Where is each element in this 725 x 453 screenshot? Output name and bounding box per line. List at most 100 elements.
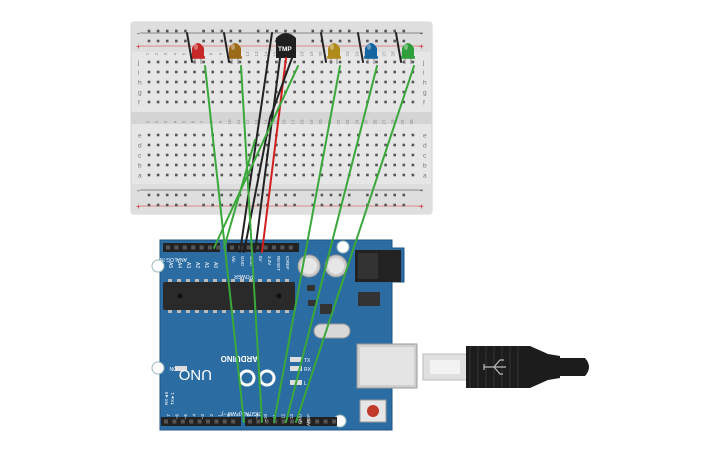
breadboard-hole [384, 133, 387, 137]
header-pin [230, 245, 234, 250]
chip-pin [276, 279, 280, 282]
rail-hole [175, 193, 178, 197]
rail-hole [238, 39, 242, 43]
rail-hole [284, 29, 287, 33]
rail-hole [238, 29, 242, 33]
chip-pin [231, 310, 235, 313]
green-led [401, 43, 415, 64]
breadboard-hole [175, 90, 178, 94]
arduino-board: ANALOG IN POWER DIGITAL (PWM ~) A0A1A2A3… [151, 239, 418, 431]
digital-pin-label: 7 [166, 414, 171, 417]
breadboard-hole [256, 143, 260, 147]
rail-hole [402, 203, 406, 207]
rail-hole [275, 29, 278, 33]
breadboard-hole [402, 153, 406, 157]
rail-hole [238, 203, 242, 207]
wire-black [239, 32, 273, 253]
rail-hole [156, 203, 160, 207]
chip-pin [186, 279, 190, 282]
column-number: 14 [263, 119, 268, 125]
row-letter: d [138, 143, 142, 150]
breadboard-hole [384, 163, 387, 167]
breadboard-hole [329, 153, 333, 157]
breadboard-hole [156, 60, 160, 64]
rail-hole [393, 203, 396, 207]
breadboard-hole [220, 60, 224, 64]
breadboard-hole [247, 80, 251, 84]
row-letter: i [423, 70, 424, 77]
breadboard-hole [202, 133, 205, 137]
breadboard-hole [229, 80, 233, 84]
breadboard-hole [311, 163, 315, 167]
header-pin [306, 419, 311, 424]
breadboard-hole [229, 133, 233, 137]
mount-hole [151, 259, 165, 273]
breadboard-hole [302, 173, 305, 177]
analog-pin-label: A1 [203, 262, 209, 268]
breadboard-hole [384, 90, 387, 94]
wire-green [295, 65, 415, 423]
breadboard-hole [184, 80, 187, 84]
breadboard-hole [202, 100, 205, 104]
breadboard-hole [338, 100, 342, 104]
breadboard-hole [202, 153, 205, 157]
power-pin-label: GND [240, 256, 245, 267]
breadboard-hole [375, 80, 378, 84]
breadboard-hole [256, 70, 260, 74]
arduino-brand: ARDUINO [221, 354, 258, 363]
digital-pin-label: ~10 [263, 414, 268, 422]
breadboard-hole [357, 80, 360, 84]
rail-hole [202, 203, 205, 207]
breadboard-hole [266, 173, 269, 177]
header-pin [315, 419, 320, 424]
rail-hole [184, 193, 187, 197]
rail-minus-left: - [137, 29, 140, 38]
row-letter: i [138, 70, 139, 77]
tx-led [290, 357, 302, 362]
breadboard-hole [320, 90, 324, 94]
rail-hole [266, 39, 269, 43]
chip-pin [213, 310, 217, 313]
breadboard-hole [338, 60, 342, 64]
breadboard-hole [165, 90, 169, 94]
breadboard-hole [357, 153, 360, 157]
breadboard-hole [193, 80, 196, 84]
yellow-led [327, 43, 341, 64]
breadboard-hole [320, 173, 324, 177]
header-pin [280, 245, 285, 250]
breadboard-hole [311, 100, 315, 104]
breadboard-hole [411, 80, 415, 84]
breadboard-hole [211, 100, 214, 104]
rail-hole [266, 193, 269, 197]
digital-header-label: DIGITAL (PWM ~) [222, 410, 262, 416]
wire-black [254, 57, 281, 253]
power-pin-label: 3.3V [267, 256, 272, 265]
breadboard-hole [302, 133, 305, 137]
wire-green [240, 65, 263, 423]
breadboard-hole [220, 90, 224, 94]
rail-hole [147, 39, 151, 43]
rail-hole [384, 193, 387, 197]
breadboard-hole [175, 100, 178, 104]
breadboard-hole [375, 173, 378, 177]
column-number: 2 [154, 52, 159, 55]
breadboard-hole [193, 90, 196, 94]
breadboard-hole [165, 133, 169, 137]
rail-hole [329, 203, 333, 207]
breadboard-hole [284, 143, 287, 147]
breadboard-hole [411, 90, 415, 94]
header-pin [264, 419, 269, 424]
breadboard-hole [402, 133, 406, 137]
rail-hole [393, 29, 396, 33]
breadboard-hole [375, 163, 378, 167]
breadboard-hole [402, 143, 406, 147]
header-pin [189, 419, 194, 424]
l-led-label: L [304, 381, 307, 387]
breadboard-hole [220, 70, 224, 74]
column-number: 16 [282, 119, 287, 125]
header-pin [273, 419, 278, 424]
header-pin [272, 245, 276, 250]
breadboard-hole [338, 143, 342, 147]
column-number: 28 [391, 119, 396, 125]
breadboard-hole [357, 60, 360, 64]
